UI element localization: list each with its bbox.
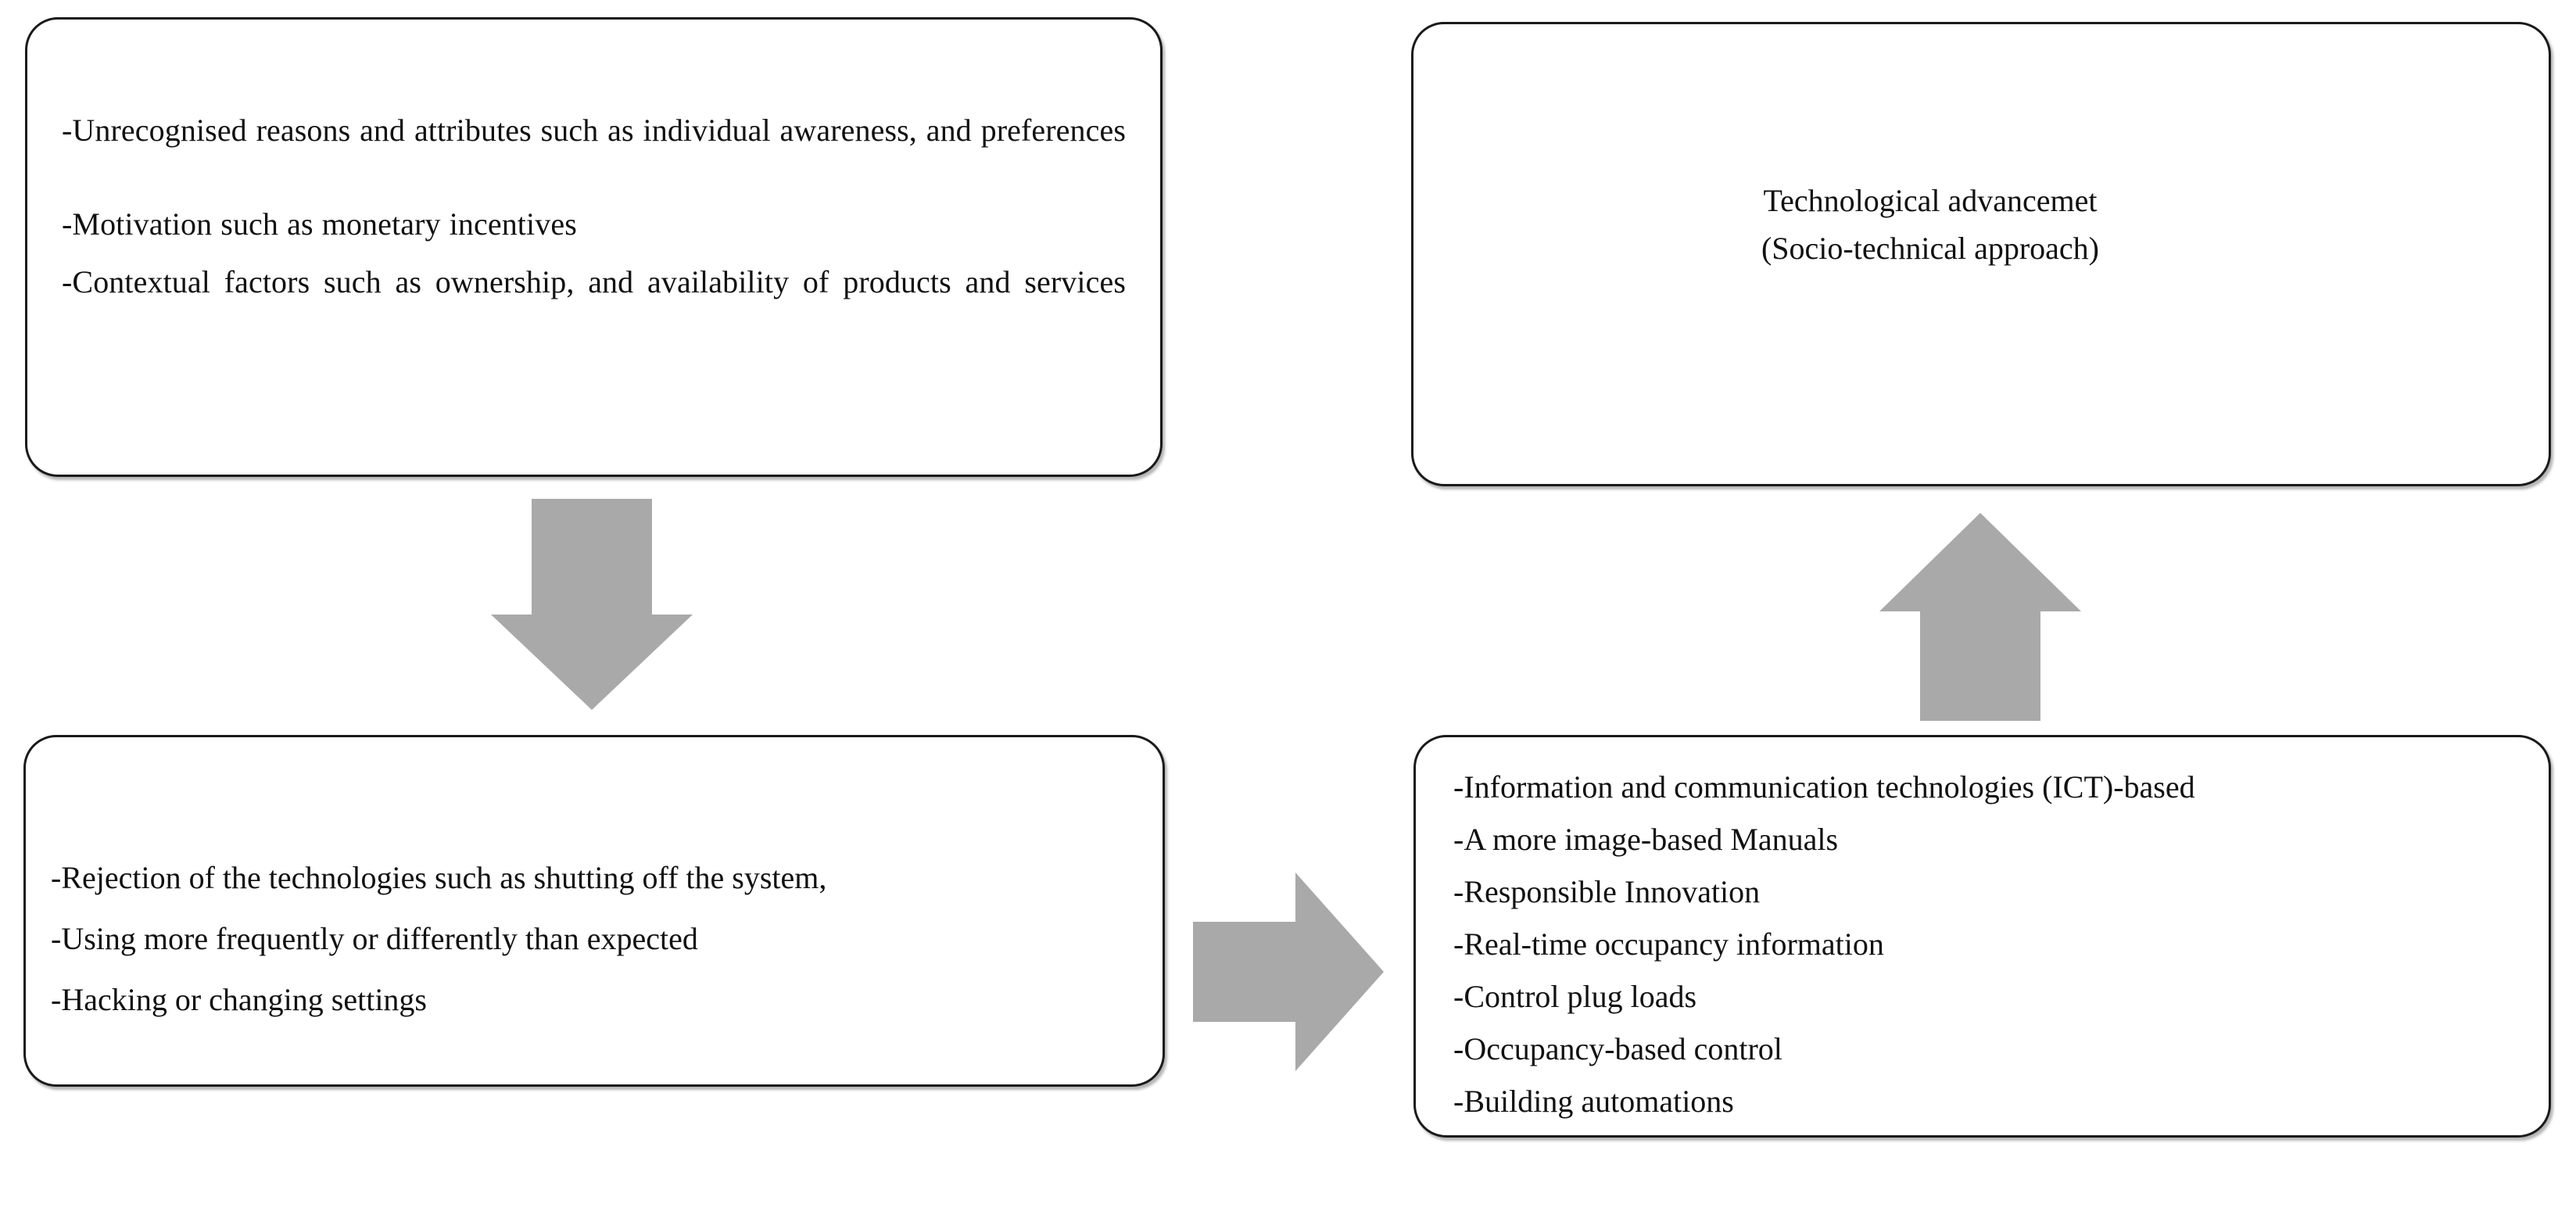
technological-advancement-label: Technological advancemet (Socio-technica… [1413,177,2549,273]
list-item: -A more image-based Manuals [1453,822,1839,857]
list-item: -Building automations [1453,1084,1734,1119]
list-item: -Real-time occupancy information [1453,926,1884,962]
list-item: -Using more frequently or differently th… [51,921,698,956]
list-item: -Information and communication technolog… [1453,769,2195,805]
list-item: -Responsible Innovation [1453,874,1761,909]
list-item: -Occupancy-based control [1453,1031,1782,1066]
technological-advancement-line-1: Technological advancemet [1763,183,2098,218]
solutions-list: -Information and communication technolog… [1416,772,2549,1117]
technological-advancement-line-2: (Socio-technical approach) [1761,230,2099,266]
arrow-right-icon [1193,873,1384,1071]
box-drivers: -Unrecognised reasons and attributes suc… [25,17,1163,477]
box-technological-advancement: Technological advancemet (Socio-technica… [1411,22,2551,486]
list-item: -Control plug loads [1453,979,1697,1014]
drivers-paragraph-3: -Contextual factors such as ownership, a… [62,263,1126,299]
arrow-up-icon [1879,513,2081,721]
list-item: -Hacking or changing settings [51,982,427,1017]
list-item: -Rejection of the technologies such as s… [51,860,827,895]
drivers-paragraph-2: -Motivation such as monetary incentives [62,206,577,242]
arrow-down-icon [491,499,693,710]
behaviours-list: -Rejection of the technologies such as s… [26,862,1163,1016]
box-solutions: -Information and communication technolog… [1413,735,2551,1138]
drivers-paragraph-1: -Unrecognised reasons and attributes suc… [62,113,1126,148]
box-behaviours: -Rejection of the technologies such as s… [23,735,1165,1087]
drivers-paragraph-stack: -Unrecognised reasons and attributes suc… [62,112,1126,337]
